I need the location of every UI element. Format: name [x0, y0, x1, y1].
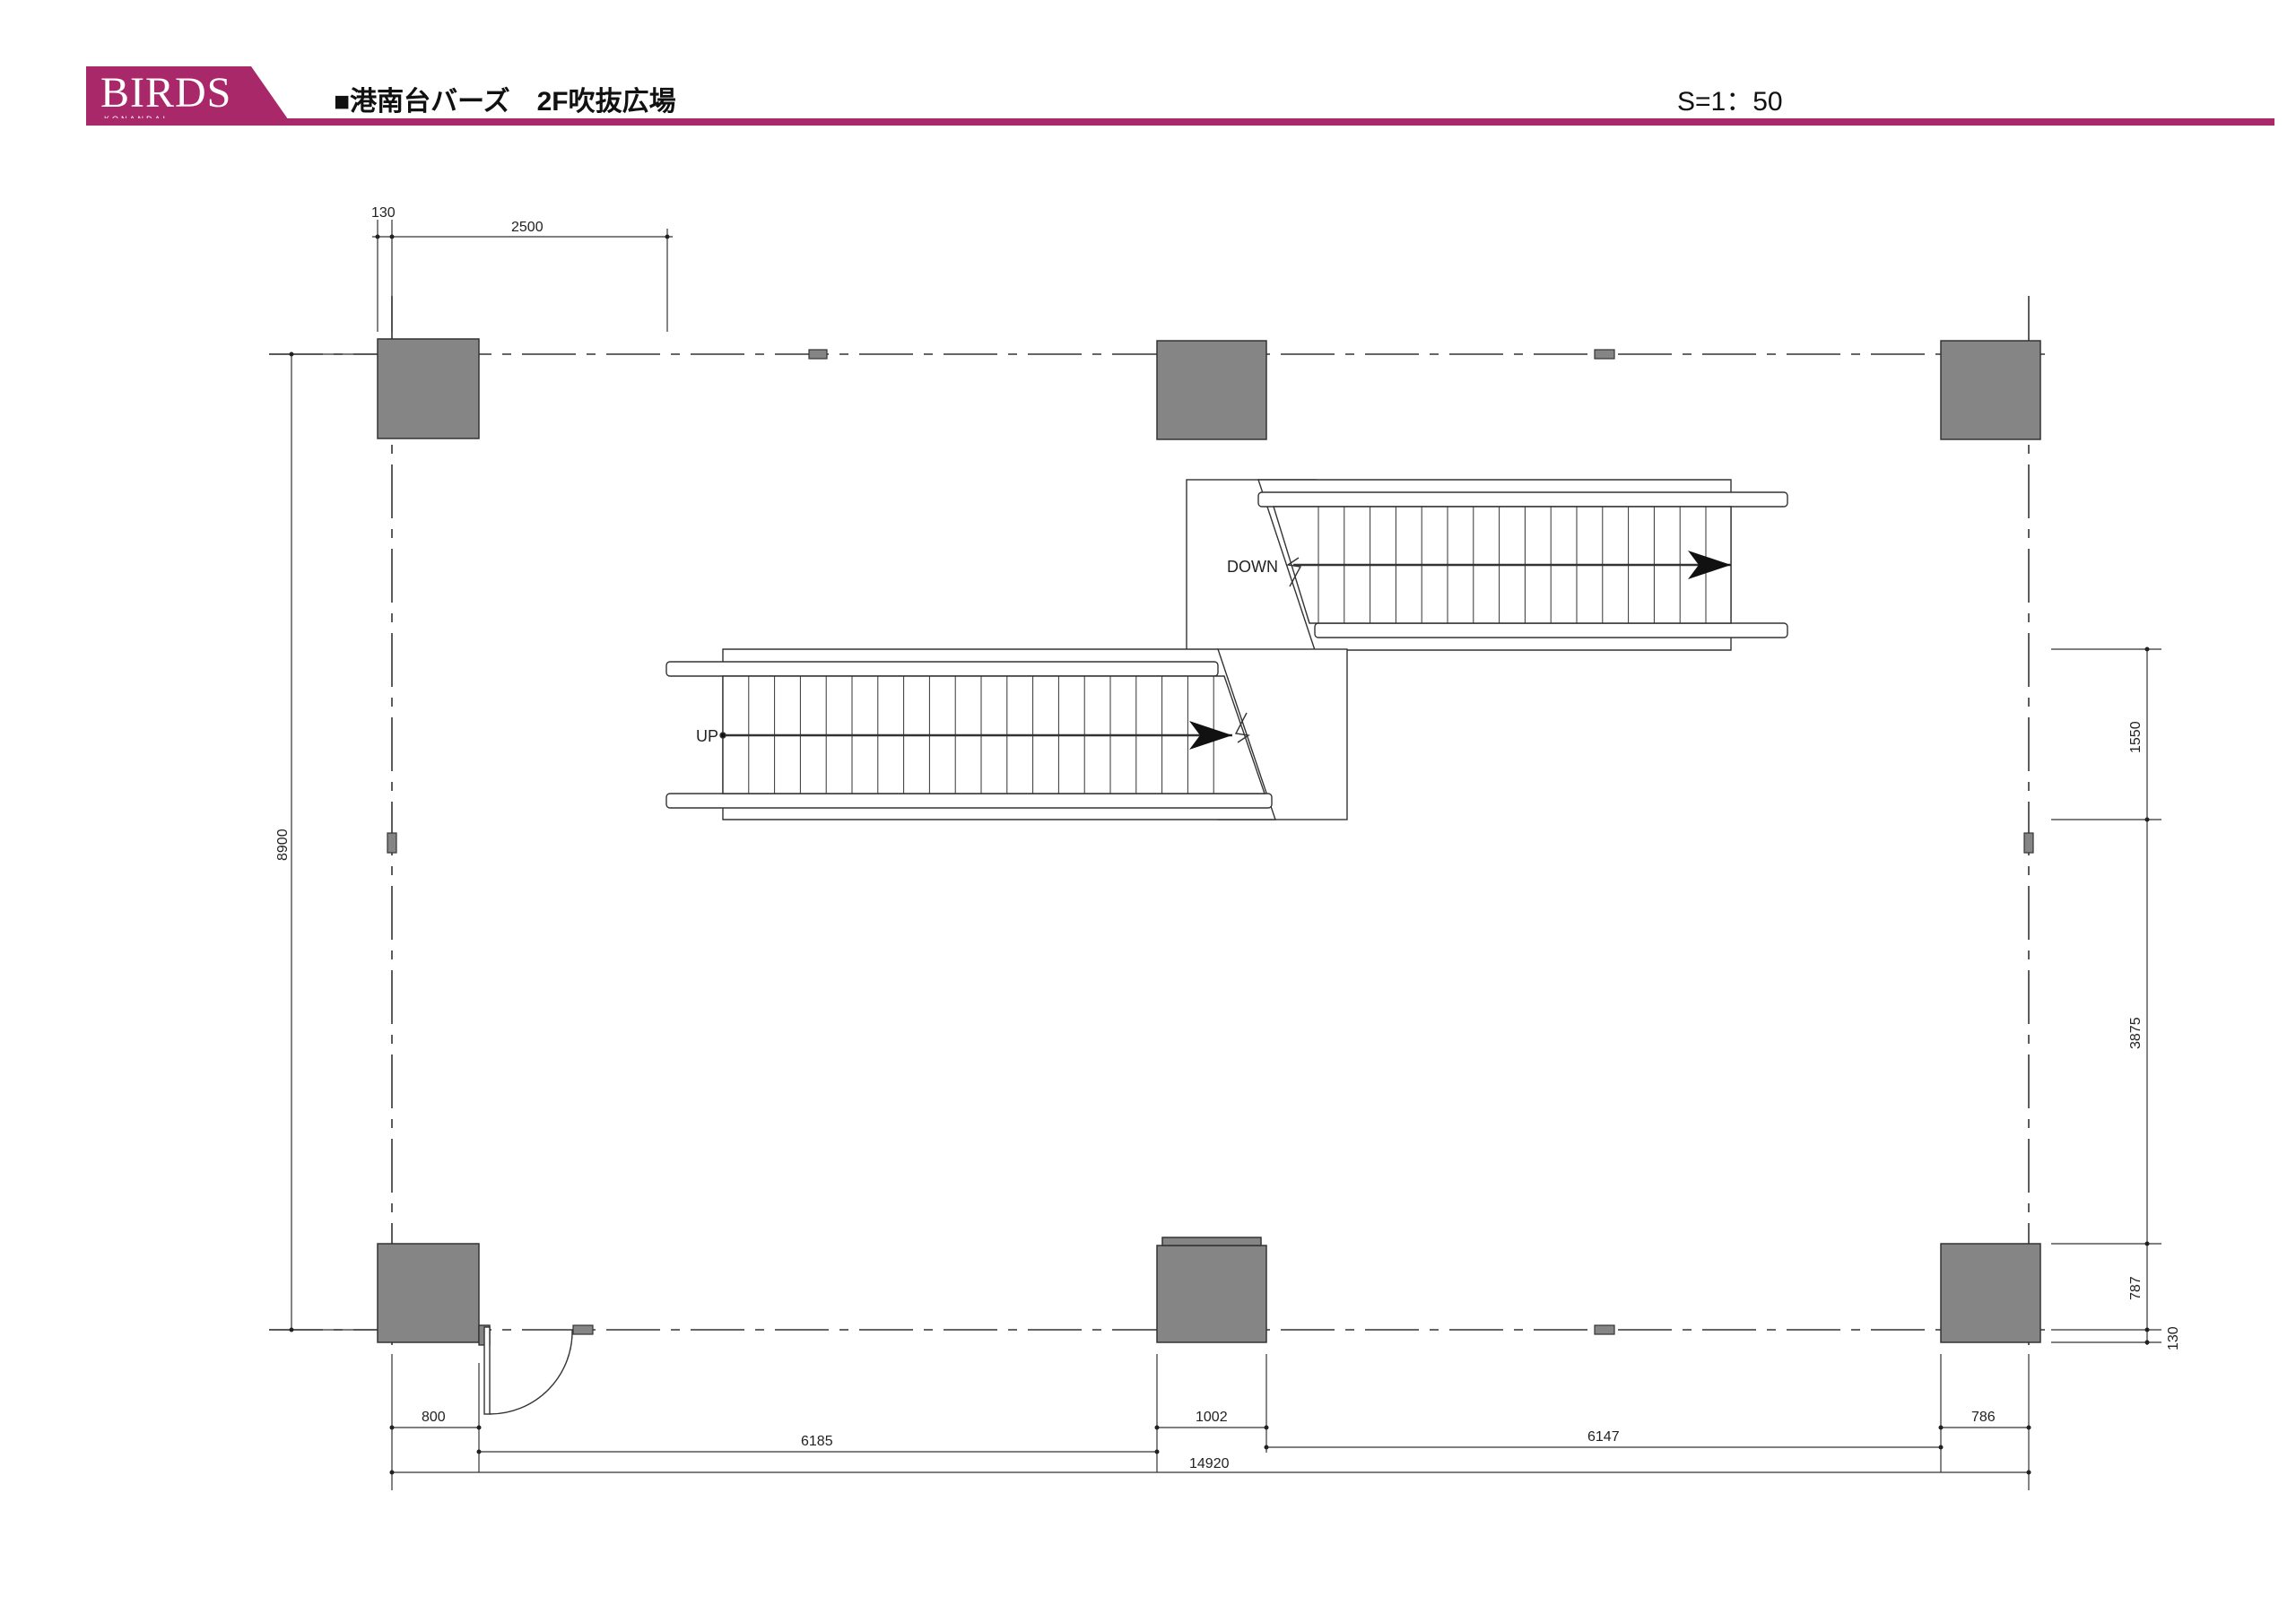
- dim-bottom-1: 800: [422, 1410, 446, 1425]
- page-header: BIRDS KONANDAI ■港南台バーズ 2F吹抜広場 S=1：50: [0, 0, 2296, 135]
- escalator-down-label: DOWN: [1227, 558, 1278, 576]
- dim-left-height: 8900: [275, 829, 291, 861]
- post-left: [387, 832, 397, 854]
- dim-bottom-4: 6147: [1587, 1429, 1620, 1445]
- dim-right-3: 787: [2128, 1276, 2144, 1300]
- grid-posts: [387, 349, 2034, 1335]
- dim-top-offset: 130: [371, 205, 396, 221]
- dim-top-span: 2500: [511, 220, 544, 235]
- escalator-up-break-mark: [1234, 712, 1250, 743]
- column-top-center: [1156, 340, 1267, 440]
- dimension-labels: 130 2500 8900 1550 3875 787 130 800 6185…: [275, 205, 2181, 1471]
- escalator-down-arrowhead: [1688, 551, 1731, 579]
- header-rule: [86, 118, 2274, 126]
- dimension-ticks: [289, 234, 2150, 1475]
- drawing-scale: S=1：50: [1677, 87, 1783, 117]
- post-right: [2023, 832, 2034, 854]
- escalator-down-break-mark: [1286, 557, 1302, 587]
- dim-bottom-5: 786: [1971, 1410, 1996, 1425]
- post-top-2: [1594, 349, 1615, 360]
- column-top-right: [1940, 340, 2041, 440]
- escalator-up: UP: [665, 648, 1348, 820]
- escalator-down-rail-top: [1257, 491, 1788, 508]
- grid-lines: [269, 296, 2045, 1345]
- escalator-up-rail-top: [665, 661, 1219, 677]
- page-title: ■港南台バーズ 2F吹抜広場: [334, 87, 676, 117]
- dim-bottom-3: 1002: [1196, 1410, 1228, 1425]
- dim-right-2: 3875: [2128, 1017, 2144, 1049]
- columns: [377, 338, 2041, 1343]
- dim-right-1: 1550: [2128, 721, 2144, 753]
- door: [478, 1324, 573, 1415]
- escalator-down: DOWN: [1186, 479, 1788, 651]
- column-bottom-center: [1156, 1245, 1267, 1343]
- column-top-left: [377, 338, 480, 439]
- dim-bottom-2: 6185: [801, 1434, 833, 1449]
- escalator-up-arrowhead: [1189, 721, 1232, 750]
- door-swing-arc: [489, 1329, 573, 1415]
- escalator-down-rail-bottom: [1314, 622, 1788, 638]
- door-leaf: [483, 1326, 491, 1415]
- column-bottom-left: [377, 1243, 480, 1343]
- dim-bottom-total: 14920: [1189, 1456, 1230, 1471]
- post-bottom-2: [1594, 1324, 1615, 1335]
- post-top-1: [808, 349, 828, 360]
- dimension-lines: [269, 220, 2161, 1490]
- brand-logo-tab: [86, 66, 292, 126]
- brand-logo: BIRDS: [100, 69, 232, 117]
- column-cap-bottom-center: [1161, 1237, 1262, 1246]
- dim-right-4: 130: [2166, 1326, 2181, 1350]
- escalator-up-rail-bottom: [665, 793, 1273, 809]
- column-bottom-right: [1940, 1243, 2041, 1343]
- post-bottom-1: [572, 1324, 594, 1335]
- escalator-up-start-dot: [719, 732, 726, 739]
- escalator-up-label: UP: [696, 727, 718, 745]
